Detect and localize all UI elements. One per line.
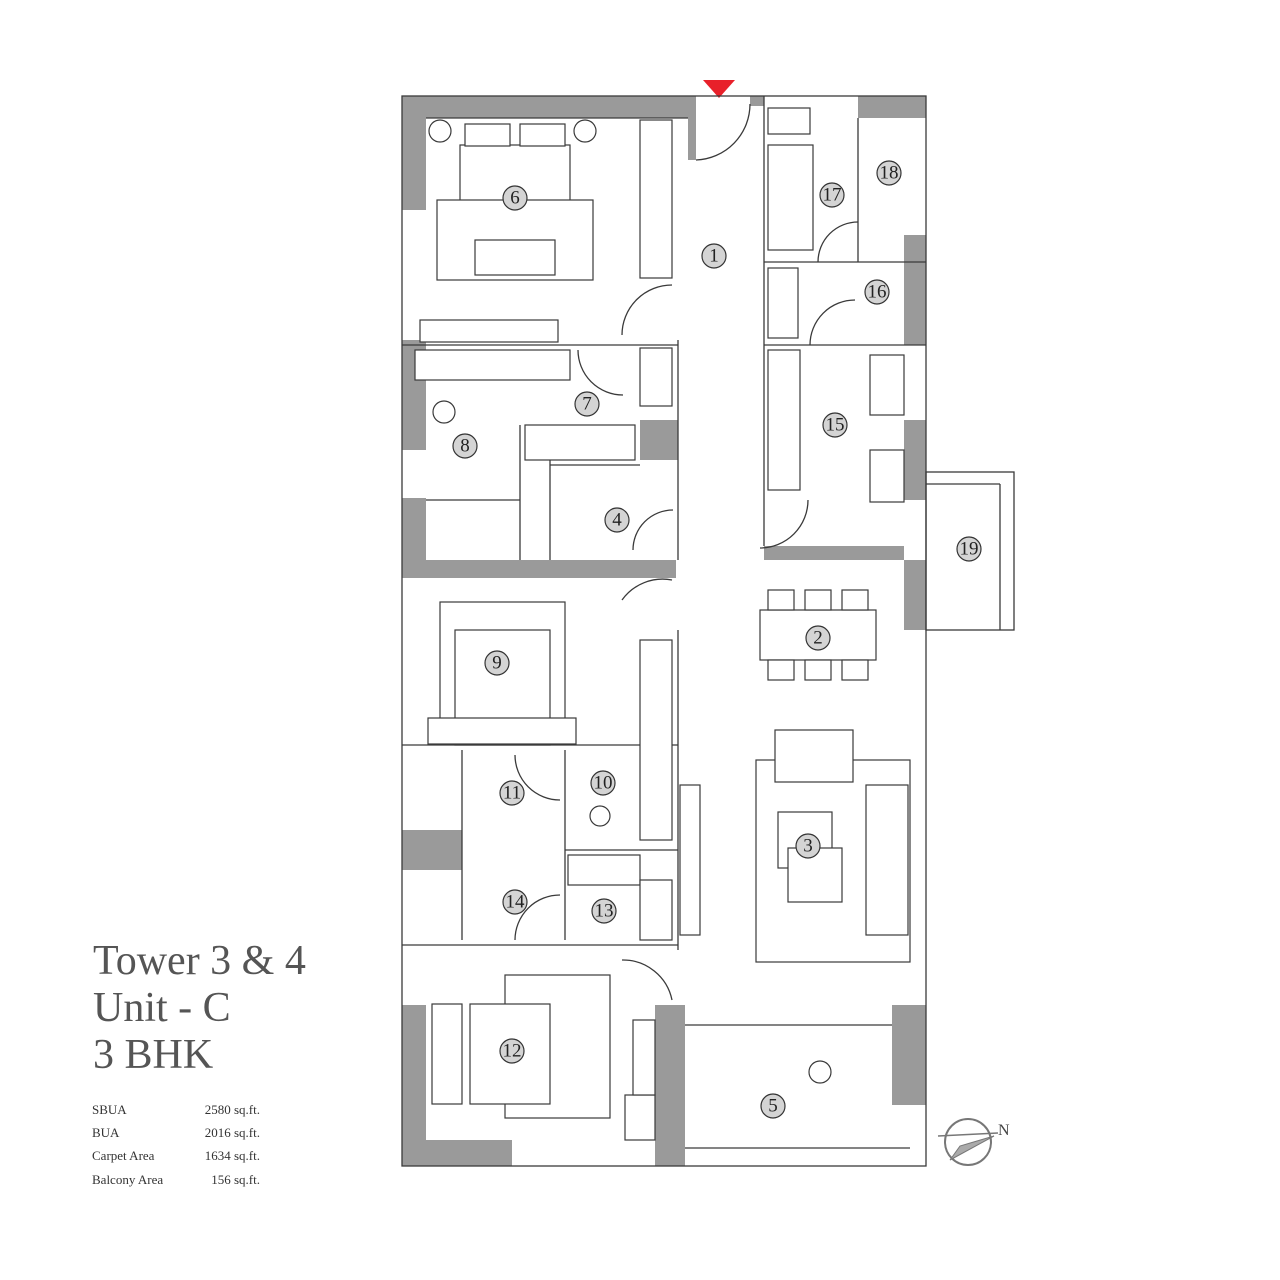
- svg-text:7: 7: [582, 394, 592, 415]
- svg-text:18: 18: [880, 163, 899, 184]
- furniture: [414, 107, 911, 1141]
- svg-text:19: 19: [960, 539, 979, 560]
- svg-text:8: 8: [460, 436, 470, 457]
- compass-north-label: N: [998, 1122, 1010, 1139]
- svg-text:10: 10: [594, 773, 613, 794]
- svg-text:4: 4: [612, 510, 622, 531]
- room-label-19: 19: [956, 536, 982, 562]
- room-label-18: 18: [876, 160, 902, 186]
- svg-text:13: 13: [595, 901, 614, 922]
- svg-text:15: 15: [826, 415, 845, 436]
- svg-text:14: 14: [506, 892, 526, 913]
- room-label-2: 2: [805, 625, 831, 651]
- room-label-9: 9: [484, 650, 510, 676]
- room-label-10: 10: [590, 770, 616, 796]
- room-label-11: 11: [499, 780, 525, 806]
- partitions: [401, 95, 1015, 1167]
- svg-text:11: 11: [503, 783, 521, 804]
- room-label-3: 3: [795, 833, 821, 859]
- compass-icon: [937, 1118, 999, 1166]
- room-label-6: 6: [502, 185, 528, 211]
- walls: [402, 96, 926, 1166]
- tower-label: Tower 3 & 4: [93, 938, 306, 984]
- room-label-1: 1: [701, 243, 727, 269]
- unit-title: Tower 3 & 4 Unit - C 3 BHK: [93, 938, 306, 1079]
- room-label-16: 16: [864, 279, 890, 305]
- room-label-14: 14: [502, 889, 528, 915]
- bhk-label: 3 BHK: [93, 1032, 214, 1078]
- room-label-17: 17: [819, 182, 845, 208]
- svg-text:17: 17: [823, 185, 842, 206]
- room-label-5: 5: [760, 1093, 786, 1119]
- room-label-15: 15: [822, 412, 848, 438]
- unit-label: Unit - C: [93, 985, 231, 1031]
- svg-text:9: 9: [492, 653, 502, 674]
- room-label-7: 7: [574, 391, 600, 417]
- svg-text:12: 12: [503, 1041, 522, 1062]
- svg-text:3: 3: [803, 836, 813, 857]
- room-label-4: 4: [604, 507, 630, 533]
- svg-text:16: 16: [868, 282, 887, 303]
- entry-marker-icon: [703, 80, 735, 98]
- room-label-12: 12: [499, 1038, 525, 1064]
- svg-text:6: 6: [510, 188, 520, 209]
- room-label-13: 13: [591, 898, 617, 924]
- room-label-8: 8: [452, 433, 478, 459]
- svg-text:5: 5: [768, 1096, 778, 1117]
- svg-text:1: 1: [709, 246, 719, 267]
- room-labels: 1 2 3 4 5 6 7 8 9 10 11 12 13 14 15 16 1…: [452, 160, 982, 1119]
- svg-text:2: 2: [813, 628, 823, 649]
